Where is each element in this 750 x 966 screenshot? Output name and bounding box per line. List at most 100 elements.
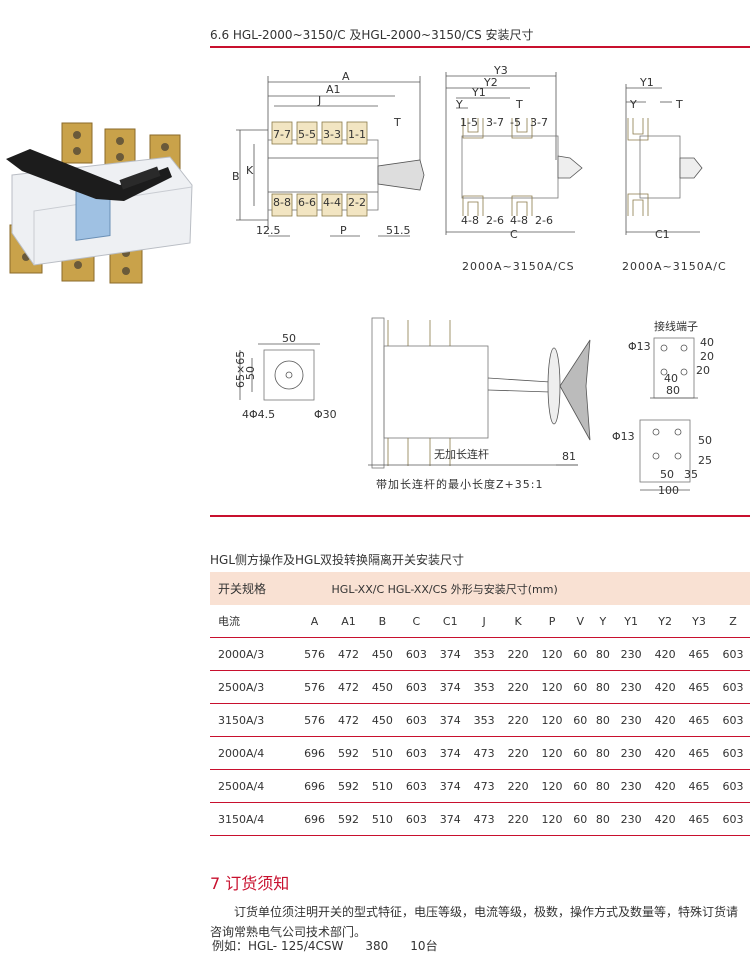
b-bot-2: 2-6 <box>486 214 504 227</box>
table-cell: 420 <box>648 637 683 671</box>
spec-header-row: 开关规格 HGL-XX/C HGL-XX/CS 外形与安装尺寸(mm) <box>210 572 750 605</box>
table-cell: 374 <box>433 637 468 671</box>
table-cell: 696 <box>297 802 332 836</box>
table-cell: 603 <box>715 637 750 671</box>
table-cell: 3150A/3 <box>210 703 298 737</box>
table-cell: 60 <box>568 703 592 737</box>
title-rule <box>210 46 750 48</box>
table-cell: 465 <box>682 802 716 836</box>
section-title: 6.6 HGL-2000~3150/C 及HGL-2000~3150/CS 安装… <box>210 28 534 42</box>
dim-y3: Y3 <box>493 64 508 77</box>
column-header: V <box>568 605 592 638</box>
b-top-2: 3-7 <box>486 116 504 129</box>
column-header: K <box>501 605 536 638</box>
table-cell: 603 <box>399 802 434 836</box>
table-cell: 120 <box>535 802 569 836</box>
term2-50b: 50 <box>660 468 674 481</box>
rod-dim: 81 <box>562 450 576 463</box>
term1-20a: 20 <box>696 364 710 377</box>
mount-phi30: Φ30 <box>314 408 337 421</box>
table-cell: 472 <box>331 670 366 704</box>
table-cell: 2000A/4 <box>210 736 298 770</box>
table-cell: 465 <box>682 736 716 770</box>
table-cell: 60 <box>568 736 592 770</box>
table-cell: 465 <box>682 769 716 803</box>
table-cell: 420 <box>648 670 683 704</box>
column-header: C1 <box>433 605 468 638</box>
table-cell: 2000A/3 <box>210 637 298 671</box>
mount-4phi: 4Φ4.5 <box>242 408 275 421</box>
column-header: Y1 <box>614 605 649 638</box>
caption-c: 2000A~3150A/C <box>622 260 727 273</box>
example-model: 例如：HGL- 125/4CSW <box>212 939 344 953</box>
table-cell: 510 <box>365 769 400 803</box>
table-cell: 696 <box>297 769 332 803</box>
table-cell: 592 <box>331 769 366 803</box>
table-cell: 353 <box>467 703 502 737</box>
table-cell: 220 <box>501 802 536 836</box>
pole-top-4: 1-1 <box>348 128 366 141</box>
dim-y: Y <box>455 98 463 111</box>
term2-100: 100 <box>658 484 679 497</box>
table-cell: 576 <box>297 703 332 737</box>
table-cell: 450 <box>365 703 400 737</box>
table-cell: 450 <box>365 670 400 704</box>
column-header: Z <box>715 605 750 638</box>
table-cell: 60 <box>568 802 592 836</box>
dim-12-5: 12.5 <box>256 224 281 237</box>
table-cell: 374 <box>433 802 468 836</box>
pole-top-2: 5-5 <box>298 128 316 141</box>
table-cell: 420 <box>648 736 683 770</box>
table-cell: 120 <box>535 769 569 803</box>
table-cell: 473 <box>467 802 502 836</box>
mount-50-side: 50 <box>244 366 257 380</box>
table-cell: 230 <box>614 769 649 803</box>
table-cell: 3150A/4 <box>210 802 298 836</box>
b-top-3: -5 <box>510 116 521 129</box>
column-header: A1 <box>331 605 366 638</box>
table-cell: 2500A/4 <box>210 769 298 803</box>
table-cell: 220 <box>501 736 536 770</box>
table-cell: 603 <box>399 670 434 704</box>
table-cell: 353 <box>467 637 502 671</box>
dim-j: J <box>317 94 321 107</box>
column-header: B <box>365 605 400 638</box>
table-cell: 220 <box>501 769 536 803</box>
table-cell: 220 <box>501 637 536 671</box>
pole-bot-4: 2-2 <box>348 196 366 209</box>
table-cell: 592 <box>331 802 366 836</box>
table-cell: 420 <box>648 703 683 737</box>
b-bot-4: 2-6 <box>535 214 553 227</box>
switch-photo <box>6 122 193 284</box>
table-cell: 120 <box>535 637 569 671</box>
table-cell: 60 <box>568 670 592 704</box>
table-cell: 465 <box>682 703 716 737</box>
table-cell: 603 <box>715 736 750 770</box>
column-header: C <box>399 605 434 638</box>
dim-c: C <box>510 228 518 241</box>
table-cell: 472 <box>331 703 366 737</box>
dim-51-5: 51.5 <box>386 224 411 237</box>
table-cell: 374 <box>433 703 468 737</box>
table-cell: 120 <box>535 736 569 770</box>
table-cell: 80 <box>591 637 615 671</box>
table-cell: 80 <box>591 802 615 836</box>
table-cell: 603 <box>399 769 434 803</box>
b-bot-3: 4-8 <box>510 214 528 227</box>
pole-bot-2: 6-6 <box>298 196 316 209</box>
term1-20b: 20 <box>700 350 714 363</box>
table-cell: 230 <box>614 703 649 737</box>
table-cell: 120 <box>535 670 569 704</box>
mount-65x65: 65×65 <box>234 351 247 388</box>
table-cell: 465 <box>682 637 716 671</box>
table-title: HGL侧方操作及HGL双投转换隔离开关安装尺寸 <box>210 553 465 567</box>
order-body: 订货单位须注明开关的型式特征，电压等级，电流等级，极数，操作方式及数量等，特殊订… <box>210 905 739 939</box>
example-voltage: 380 <box>365 939 389 953</box>
dim-c1: C1 <box>655 228 670 241</box>
table-cell: 576 <box>297 637 332 671</box>
